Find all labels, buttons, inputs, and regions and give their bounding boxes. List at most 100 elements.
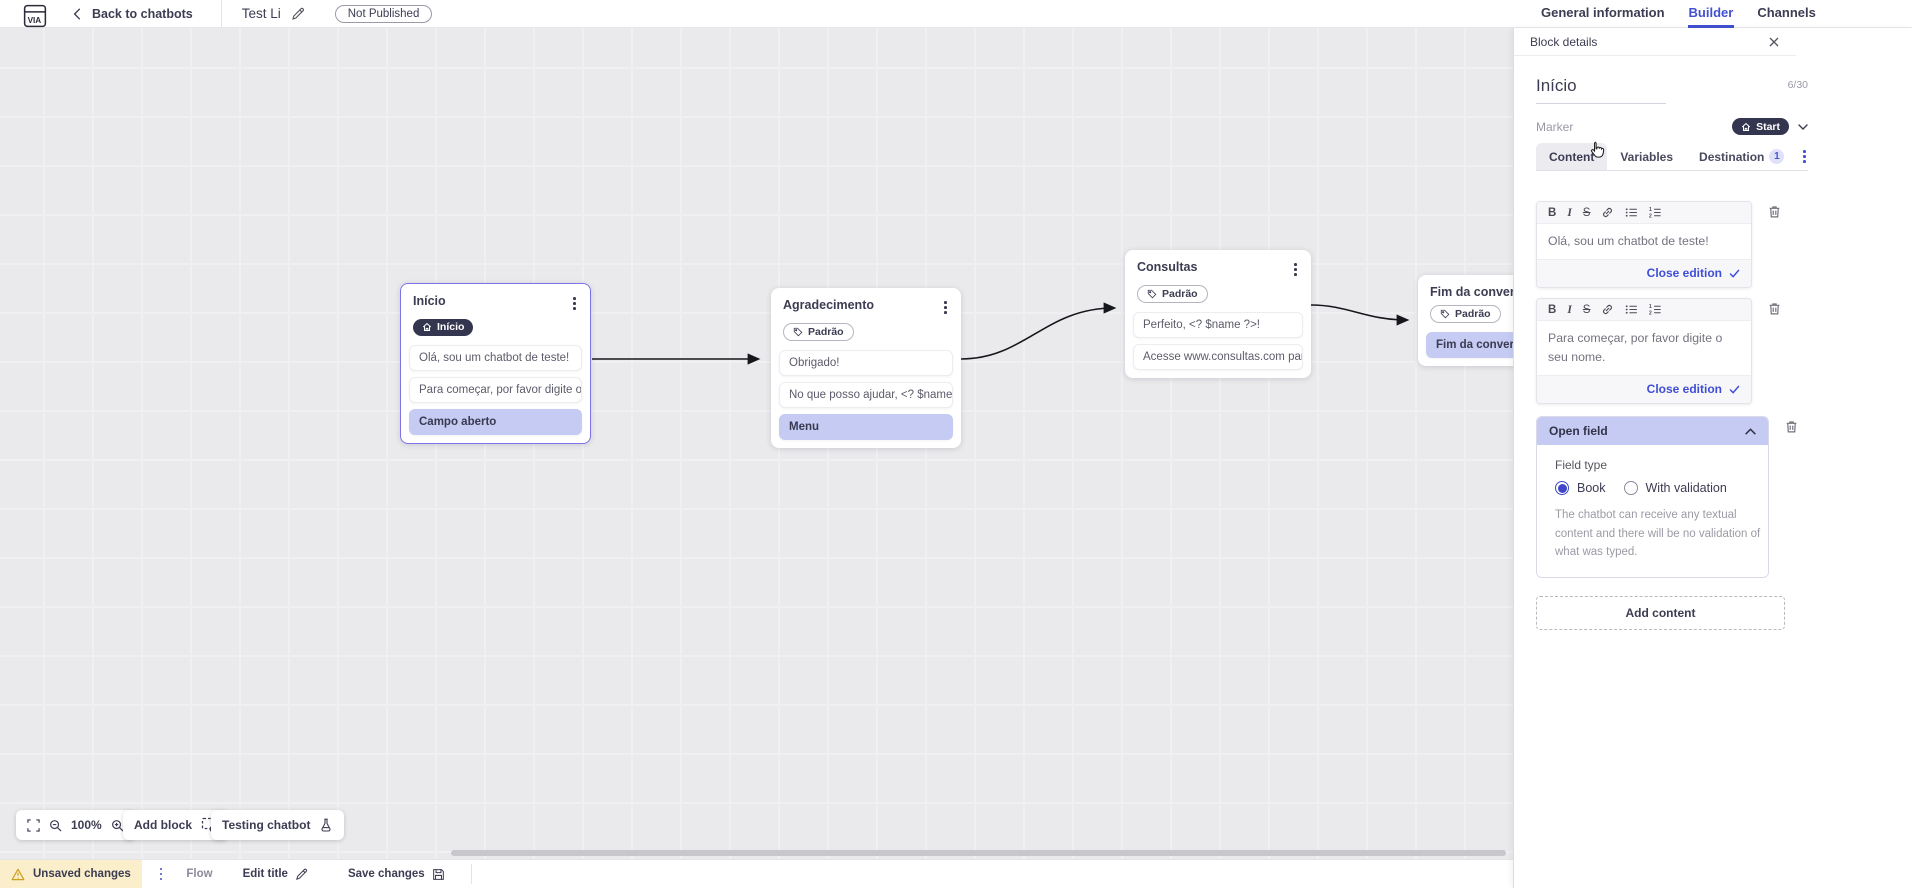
zoom-level: 100% [71,818,102,832]
fullscreen-icon[interactable] [27,818,40,832]
radio-option-book[interactable]: Book [1555,481,1606,496]
marker-start-pill[interactable]: Start [1732,118,1789,135]
bullet-list-icon[interactable] [1625,303,1638,316]
home-icon [422,322,432,332]
tab-content[interactable]: Content [1536,143,1608,170]
bullet-list-icon[interactable] [1625,206,1638,219]
svg-text:1: 1 [1649,304,1652,310]
flow-block-inicio[interactable]: Início Início Olá, sou um chatbot de tes… [400,283,591,445]
tab-channels[interactable]: Channels [1757,5,1816,20]
statusbar-divider [470,864,472,884]
link-icon[interactable] [1601,303,1614,316]
block-content-row-menu[interactable]: Menu [779,413,953,440]
bottom-status-bar: Unsaved changes Flow Edit title Save cha… [0,859,1513,888]
open-field-section: Open field Field type Book [1536,416,1769,579]
tab-general-information[interactable]: General information [1541,5,1665,20]
panel-kebab-icon[interactable] [1801,147,1808,166]
trash-icon[interactable] [1767,301,1782,316]
flow-mode-button[interactable]: Flow [186,868,213,880]
status-badge: Not Published [334,4,433,23]
svg-text:1: 1 [1649,207,1652,213]
block-content-row[interactable]: Olá, sou um chatbot de teste! [409,345,582,372]
warning-icon [11,868,25,881]
tag-icon [1440,309,1450,319]
kebab-menu-icon[interactable] [571,294,578,313]
flow-block-fim-da-conversa[interactable]: Fim da conversa Padrão Fim da conversa [1418,275,1513,366]
block-content-row-end[interactable]: Fim da conversa [1426,332,1513,358]
flow-canvas[interactable]: Início Início Olá, sou um chatbot de tes… [0,28,1513,859]
home-icon [1741,122,1751,132]
back-label: Back to chatbots [92,6,193,21]
chevron-down-icon[interactable] [1798,123,1808,130]
app-logo[interactable]: VIA [23,4,47,28]
block-title: Agradecimento [783,298,874,312]
save-floppy-icon [432,868,445,881]
block-name-input[interactable]: Início [1536,76,1666,104]
field-type-description: The chatbot can receive any textual cont… [1555,509,1761,558]
chatbot-title[interactable]: Test Li [241,6,281,21]
tag-pill: Padrão [1137,284,1208,303]
header-divider [220,0,222,28]
testing-chatbot-button[interactable]: Testing chatbot [211,810,345,840]
tag-icon [793,327,803,337]
top-header: VIA Back to chatbots Test Li Not Publish… [0,0,1912,28]
tag-pill: Padrão [1430,305,1501,323]
svg-text:2: 2 [1649,214,1652,219]
panel-title: Block details [1530,34,1598,49]
strikethrough-icon[interactable]: S [1582,303,1591,316]
connector-arrows [592,302,1410,365]
zoom-out-icon[interactable] [49,819,62,832]
block-content-row[interactable]: Obrigado! [779,349,953,376]
close-edition-button[interactable]: Close edition [1537,375,1751,404]
edit-title-pencil-icon[interactable] [291,7,305,21]
italic-icon[interactable]: I [1567,303,1572,316]
edit-title-button[interactable]: Edit title [243,868,308,881]
destination-count-badge: 1 [1769,149,1785,164]
block-details-panel: Block details Início 6/30 Marker Start [1513,28,1912,888]
flow-block-consultas[interactable]: Consultas Padrão Perfeito, <? $name ?>! … [1125,250,1311,378]
bold-icon[interactable]: B [1548,206,1557,219]
radio-unselected-icon[interactable] [1623,481,1638,496]
radio-option-with-validation[interactable]: With validation [1623,481,1727,496]
block-content-row-open-field[interactable]: Campo aberto [409,409,582,436]
statusbar-kebab-icon[interactable] [158,865,165,884]
svg-text:2: 2 [1649,311,1652,316]
zoom-in-icon[interactable] [111,819,124,832]
block-content-row[interactable]: Para começar, por favor digite o ... [409,377,582,404]
editor-text[interactable]: Para começar, por favor digite o seu nom… [1548,331,1723,365]
flask-icon [319,818,333,832]
horizontal-scrollbar[interactable] [451,850,1506,856]
link-icon[interactable] [1601,206,1614,219]
save-changes-button[interactable]: Save changes [348,868,445,881]
bold-icon[interactable]: B [1548,303,1557,316]
close-edition-button[interactable]: Close edition [1537,259,1751,288]
tab-destination[interactable]: Destination 1 [1686,143,1797,170]
editor-text[interactable]: Olá, sou um chatbot de teste! [1548,234,1709,248]
close-icon[interactable] [1768,36,1780,48]
italic-icon[interactable]: I [1567,206,1572,219]
block-content-row[interactable]: Perfeito, <? $name ?>! [1133,311,1303,338]
chevron-up-icon [1745,427,1756,435]
trash-icon[interactable] [1784,419,1799,434]
tab-variables[interactable]: Variables [1620,149,1674,164]
flow-block-agradecimento[interactable]: Agradecimento Padrão Obrigado! No que po… [771,288,961,448]
back-to-chatbots-button[interactable]: Back to chatbots [73,7,193,21]
block-content-row[interactable]: No que posso ajudar, <? $name ... [779,381,953,408]
radio-selected-icon[interactable] [1555,481,1569,496]
block-title: Fim da conversa [1430,285,1513,299]
block-content-row[interactable]: Acesse www.consultas.com par... [1133,343,1303,370]
kebab-menu-icon[interactable] [942,298,949,317]
trash-icon[interactable] [1767,204,1782,219]
add-block-button[interactable]: Add block [123,810,229,840]
open-field-header[interactable]: Open field [1537,417,1768,446]
add-content-button[interactable]: Add content [1536,596,1785,631]
strikethrough-icon[interactable]: S [1582,206,1591,219]
top-navigation-tabs: General information Builder Channels [1540,0,1817,28]
kebab-menu-icon[interactable] [1292,260,1299,279]
tab-builder[interactable]: Builder [1688,0,1735,28]
